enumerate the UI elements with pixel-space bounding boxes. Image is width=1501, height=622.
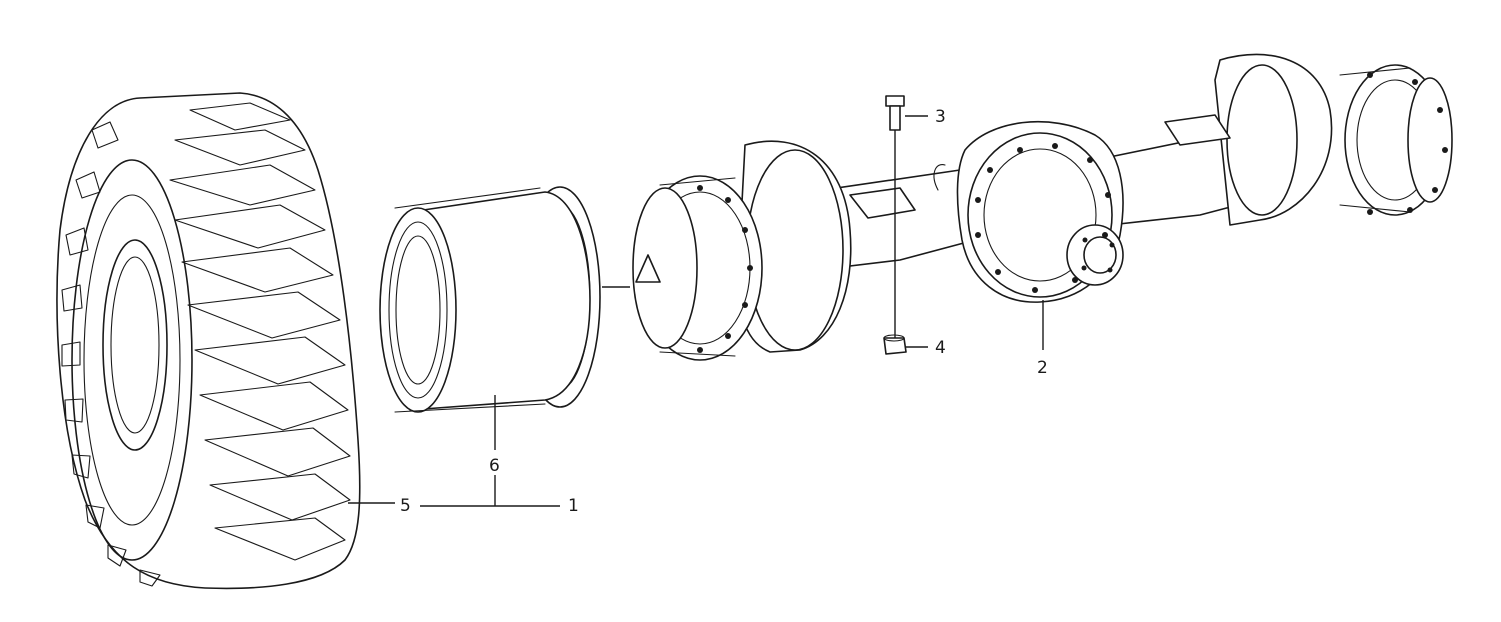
- tire-icon: [56, 92, 361, 590]
- callout-4: 4: [935, 338, 946, 358]
- callout-3: 3: [935, 107, 946, 127]
- callout-2: 2: [1037, 358, 1048, 378]
- nut-icon: [883, 334, 907, 355]
- callout-1: 1: [568, 496, 579, 516]
- drive-axle-icon: [632, 53, 1453, 361]
- callout-6: 6: [489, 456, 500, 476]
- wheel-rim-icon: [379, 186, 601, 413]
- callout-5: 5: [400, 496, 411, 516]
- bolt-icon: [885, 95, 905, 131]
- leader-lines: [348, 115, 1044, 507]
